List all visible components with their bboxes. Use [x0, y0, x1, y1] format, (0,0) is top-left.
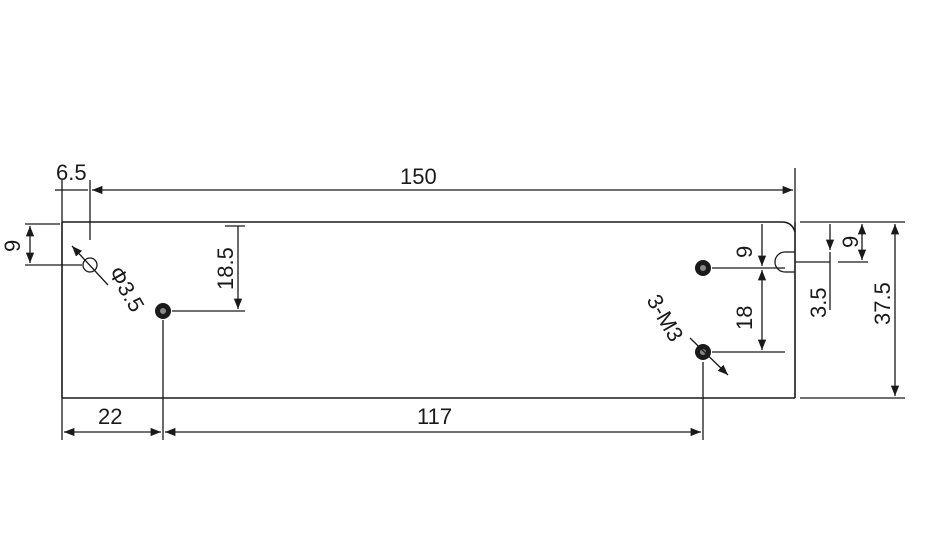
dimension-top: 150 6.5	[55, 160, 796, 240]
dim-thread-callout: 3-M3	[642, 290, 689, 346]
dim-top-hole-offset: 9	[0, 240, 25, 252]
dim-right-top-offset: 9	[732, 246, 757, 258]
dimension-left-9: 9	[0, 223, 82, 266]
dim-left-vertical-spacing: 18.5	[213, 247, 238, 290]
hole-left-top	[82, 257, 98, 273]
hole-left-bottom	[155, 303, 171, 319]
dim-right-vertical-spacing: 18	[732, 306, 757, 330]
dimension-right-holes: 9 18	[712, 224, 785, 353]
right-slot	[774, 251, 830, 273]
hole-diameter-callout: Φ3.5	[71, 245, 150, 316]
hole-right-bottom	[695, 344, 711, 360]
dim-left-to-first-hole: 22	[98, 404, 122, 429]
dim-overall-height: 37.5	[870, 282, 895, 325]
dim-overall-length: 150	[400, 164, 437, 189]
dim-hole-diameter: Φ3.5	[104, 262, 150, 316]
plate-outline	[61, 221, 796, 399]
dim-slot-top-offset: 9	[838, 236, 863, 248]
dimension-overall-height: 37.5	[800, 221, 905, 399]
dimension-bottom: 22 117	[61, 320, 704, 440]
dim-slot-width: 3.5	[806, 287, 831, 318]
dim-horizontal-spacing: 117	[417, 404, 452, 429]
dimension-18-5: 18.5	[172, 225, 245, 312]
dimension-slot: 3.5 9	[800, 221, 870, 318]
hole-right-top	[695, 260, 711, 276]
thread-callout: 3-M3	[642, 290, 729, 376]
dim-left-offset: 6.5	[56, 160, 87, 185]
